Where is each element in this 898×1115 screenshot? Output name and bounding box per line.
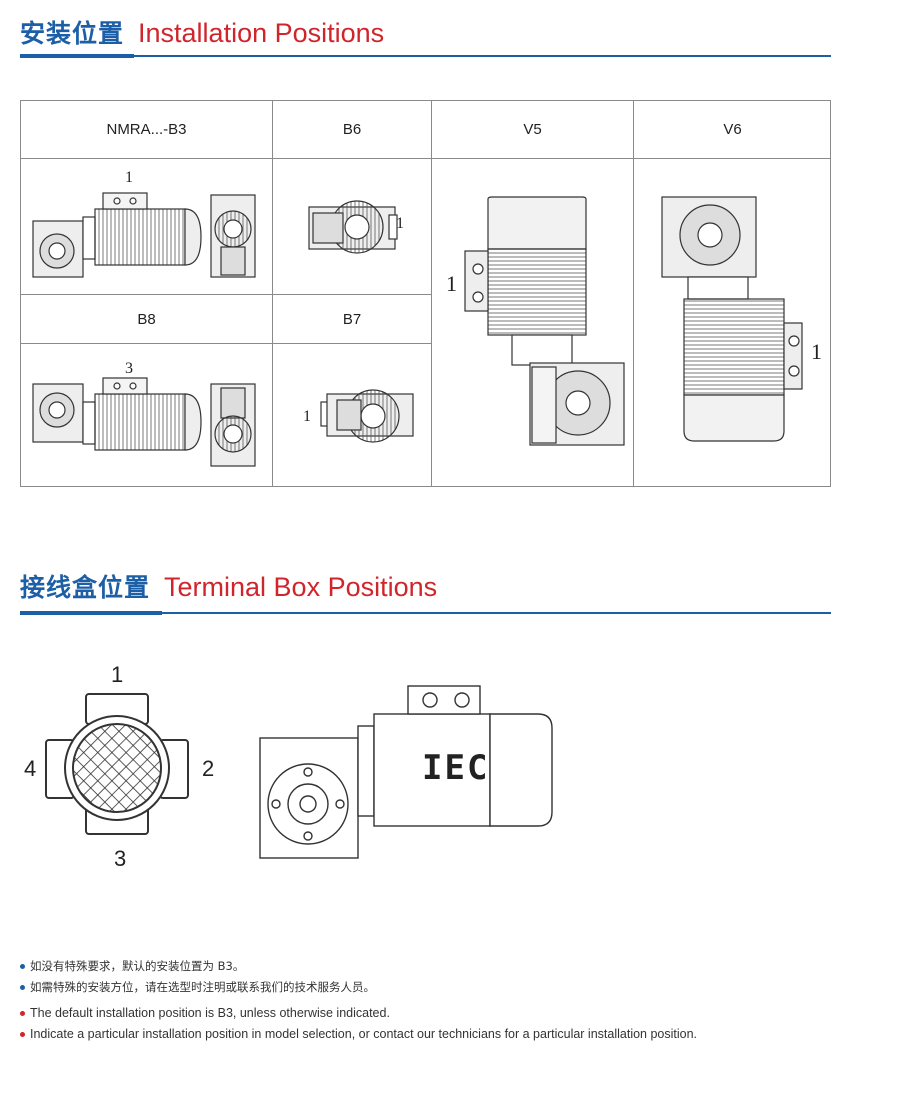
image-b6: 1 bbox=[273, 159, 432, 295]
image-v6: 1 bbox=[634, 159, 831, 487]
b6-motor-drawing bbox=[308, 200, 398, 254]
installation-title-rule-accent bbox=[20, 54, 134, 58]
v6-position-mark: 1 bbox=[811, 339, 822, 364]
b7-position-mark: 1 bbox=[303, 408, 311, 425]
terminal-box-end-view: 1 2 3 4 bbox=[20, 660, 230, 872]
note-en-2: Indicate a particular installation posit… bbox=[20, 1027, 697, 1041]
note-cn-1: 如没有特殊要求，默认的安装位置为 B3。 bbox=[20, 958, 244, 974]
header-b6: B6 bbox=[273, 101, 432, 159]
terminal-title-rule-accent bbox=[20, 611, 162, 615]
note-bullet-icon bbox=[20, 1031, 25, 1037]
b6-position-mark: 1 bbox=[396, 215, 404, 232]
installation-title-cn: 安装位置 bbox=[20, 19, 125, 48]
note-bullet-icon bbox=[20, 1010, 25, 1016]
header-v6: V6 bbox=[634, 101, 831, 159]
image-b7: 1 bbox=[273, 344, 432, 487]
terminal-position-bottom: 3 bbox=[114, 846, 127, 871]
b8-position-mark: 3 bbox=[125, 360, 133, 377]
header-b3: NMRA...-B3 bbox=[21, 101, 273, 159]
note-en-1: The default installation position is B3,… bbox=[20, 1006, 390, 1020]
image-b8: 3 bbox=[21, 344, 273, 487]
terminal-title-cn: 接线盒位置 bbox=[20, 573, 151, 602]
header-b7: B7 bbox=[273, 295, 432, 344]
note-cn-2-text: 如需特殊的安装方位，请在选型时注明或联系我们的技术服务人员。 bbox=[30, 980, 375, 994]
note-cn-1-text: 如没有特殊要求，默认的安装位置为 B3。 bbox=[30, 959, 245, 973]
installation-positions-table: NMRA...-B3 B6 V5 V6 1 bbox=[20, 100, 831, 487]
image-v5: 1 bbox=[432, 159, 634, 487]
motor-side-view-drawing bbox=[259, 685, 553, 859]
motor-end-view-drawing bbox=[45, 693, 189, 835]
motor-iec-label: IEC bbox=[422, 748, 490, 788]
terminal-box-side-view: IEC bbox=[258, 680, 558, 865]
terminal-title-en: Terminal Box Positions bbox=[164, 572, 438, 602]
b3-position-mark: 1 bbox=[125, 169, 133, 186]
installation-title-en: Installation Positions bbox=[138, 18, 385, 48]
note-cn-2: 如需特殊的安装方位，请在选型时注明或联系我们的技术服务人员。 bbox=[20, 979, 375, 995]
v5-motor-drawing bbox=[464, 196, 625, 446]
note-en-2-text: Indicate a particular installation posit… bbox=[30, 1027, 698, 1041]
terminal-position-left: 4 bbox=[24, 756, 37, 781]
v6-motor-drawing bbox=[661, 196, 803, 442]
terminal-position-top: 1 bbox=[111, 662, 124, 687]
b8-motor-drawing bbox=[32, 377, 256, 467]
image-b3: 1 bbox=[21, 159, 273, 295]
b3-motor-drawing bbox=[32, 192, 256, 278]
note-bullet-icon bbox=[20, 963, 25, 969]
terminal-position-right: 2 bbox=[202, 756, 215, 781]
header-b8: B8 bbox=[21, 295, 273, 344]
b7-motor-drawing bbox=[320, 389, 414, 443]
terminal-title-rule bbox=[20, 612, 831, 614]
terminal-section-title: 接线盒位置 Terminal Box Positions bbox=[20, 568, 437, 604]
v5-position-mark: 1 bbox=[446, 271, 457, 296]
note-bullet-icon bbox=[20, 984, 25, 990]
header-v5: V5 bbox=[432, 101, 634, 159]
note-en-1-text: The default installation position is B3,… bbox=[30, 1006, 390, 1020]
installation-section-title: 安装位置 Installation Positions bbox=[20, 14, 384, 50]
installation-title-rule bbox=[20, 55, 831, 57]
